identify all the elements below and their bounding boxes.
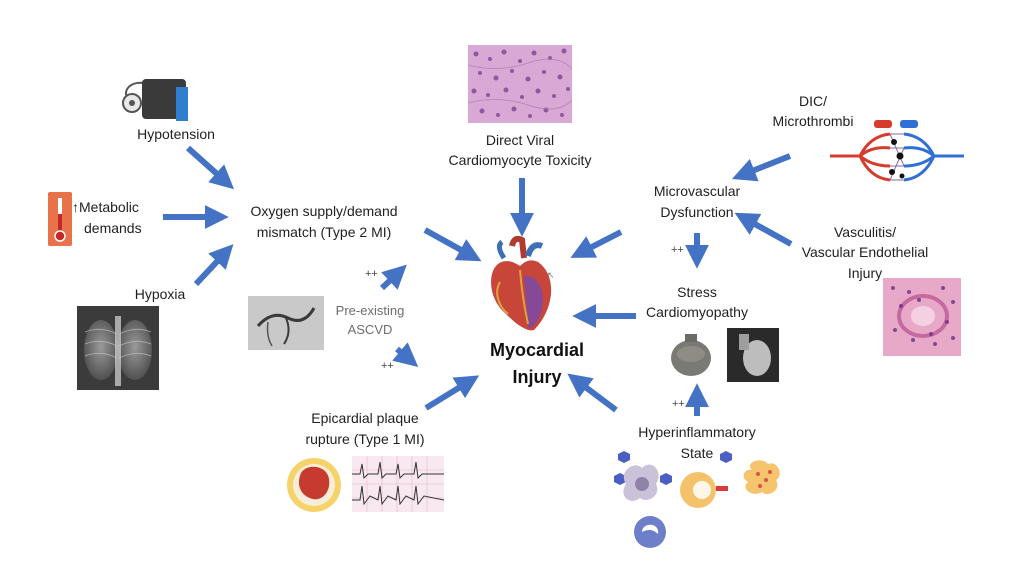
chest-xray-image xyxy=(77,306,159,390)
label-hyper-2: State xyxy=(680,445,714,461)
histology-image xyxy=(468,45,572,123)
microvasculature-illustration xyxy=(830,120,964,182)
arrow-plaque-to-injury xyxy=(424,375,480,411)
label-ascvd-1: Pre-existing xyxy=(335,303,405,318)
label-ascvd-2: ASCVD xyxy=(347,322,393,337)
vasculitis-histology-image xyxy=(883,278,961,356)
label-plaque-2: rupture (Type 1 MI) xyxy=(305,431,425,447)
plaque-cross-section-icon xyxy=(287,458,341,512)
arrow-hypotension-to-oxygen xyxy=(185,145,235,190)
label-hypotension: Hypotension xyxy=(137,126,215,142)
label-stress-1: Stress xyxy=(677,284,717,300)
label-viral-2: Cardiomyocyte Toxicity xyxy=(448,152,592,168)
plus-plus-ascvd-oxygen: ++ xyxy=(365,268,378,280)
arrow-dic-to-micro xyxy=(731,153,792,182)
svg-text:↖: ↖ xyxy=(547,270,555,280)
ecg-strip-image xyxy=(352,456,444,512)
plus-plus-hyper-stress: ++ xyxy=(672,398,685,410)
takotsubo-pot-image xyxy=(671,334,711,376)
arrow-micro-to-injury xyxy=(570,229,623,258)
plus-plus-ascvd-injury: ++ xyxy=(381,360,394,372)
coronary-angiogram-image xyxy=(248,296,324,350)
cursor-icon: ↖ xyxy=(547,270,555,280)
label-vasc-2: Vascular Endothelial xyxy=(801,244,929,260)
label-dic-1: DIC/ xyxy=(799,93,827,109)
label-viral-1: Direct Viral xyxy=(485,132,555,148)
label-vasc-1: Vasculitis/ xyxy=(834,224,896,240)
label-dic-2: Microthrombi xyxy=(772,113,854,129)
heart-illustration xyxy=(491,236,552,331)
arrow-hyper-to-injury xyxy=(567,373,618,413)
label-metabolic-2: demands xyxy=(84,220,142,236)
arrow-vasc-to-micro xyxy=(734,212,793,247)
label-vasc-3: Injury xyxy=(847,265,883,281)
center-title: Myocardial Injury xyxy=(462,337,612,391)
label-hyper-1: Hyperinflammatory xyxy=(638,424,756,440)
label-metabolic-1: ↑Metabolic xyxy=(72,199,139,215)
label-oxygen-1: Oxygen supply/demand xyxy=(250,203,398,219)
label-plaque-1: Epicardial plaque xyxy=(311,410,419,426)
plus-plus-micro-stress: ++ xyxy=(671,244,684,256)
label-oxygen-2: mismatch (Type 2 MI) xyxy=(256,224,392,240)
label-micro-2: Dysfunction xyxy=(660,204,734,220)
center-title-line1: Myocardial xyxy=(489,340,585,360)
arrow-hypoxia-to-oxygen xyxy=(193,244,234,287)
arrow-ascvd-to-injury xyxy=(392,342,419,367)
label-micro-1: Microvascular xyxy=(653,183,741,199)
ventriculogram-image xyxy=(727,328,779,382)
arrow-oxygen-to-injury xyxy=(423,227,482,262)
center-title-line2: Injury xyxy=(512,367,562,387)
label-hypoxia: Hypoxia xyxy=(134,286,186,302)
immune-cells-illustration xyxy=(614,451,780,548)
label-stress-2: Cardiomyopathy xyxy=(646,304,748,320)
blood-pressure-cuff-icon xyxy=(122,79,188,121)
thermometer-icon xyxy=(48,192,72,246)
arrow-ascvd-to-oxygen xyxy=(379,264,407,291)
